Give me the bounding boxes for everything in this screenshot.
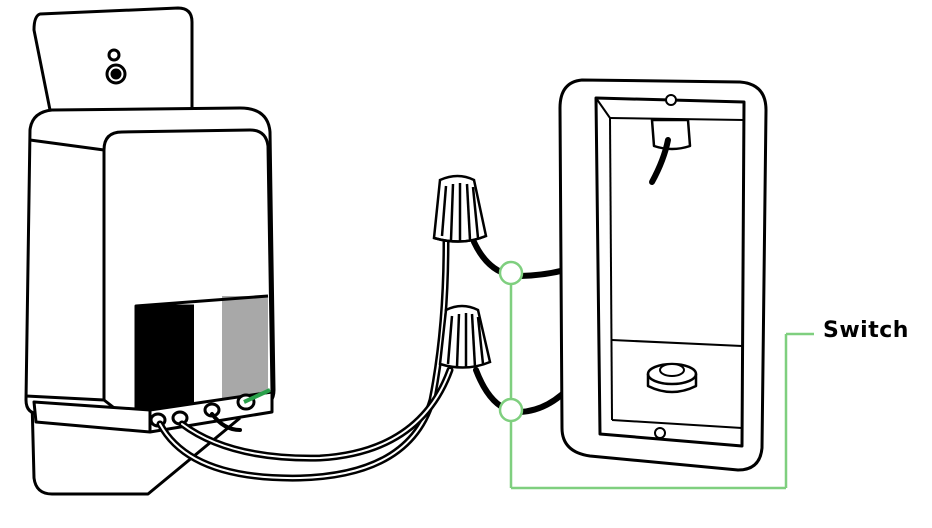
terminal-black-band	[134, 304, 196, 412]
switch-box-inner	[594, 96, 746, 448]
wire-nut-upper	[432, 174, 488, 243]
receptacle-device	[24, 6, 276, 496]
terminal-white-band	[194, 302, 224, 408]
switch-screw-top	[665, 94, 677, 106]
cable-clamp-top	[650, 118, 692, 151]
switch-label: Switch	[823, 318, 909, 343]
wire-neutral-stub	[210, 412, 242, 432]
callout-dot-lower	[498, 397, 524, 423]
switch-callout	[498, 260, 814, 490]
callout-dot-upper	[498, 260, 524, 286]
switch-box	[558, 78, 768, 472]
ground-wire-green	[243, 388, 271, 404]
terminal-gray-band	[222, 296, 268, 408]
wire-nut-lower	[438, 304, 492, 369]
switch-screw-bottom	[654, 427, 666, 439]
plate-screw-top	[107, 48, 121, 62]
